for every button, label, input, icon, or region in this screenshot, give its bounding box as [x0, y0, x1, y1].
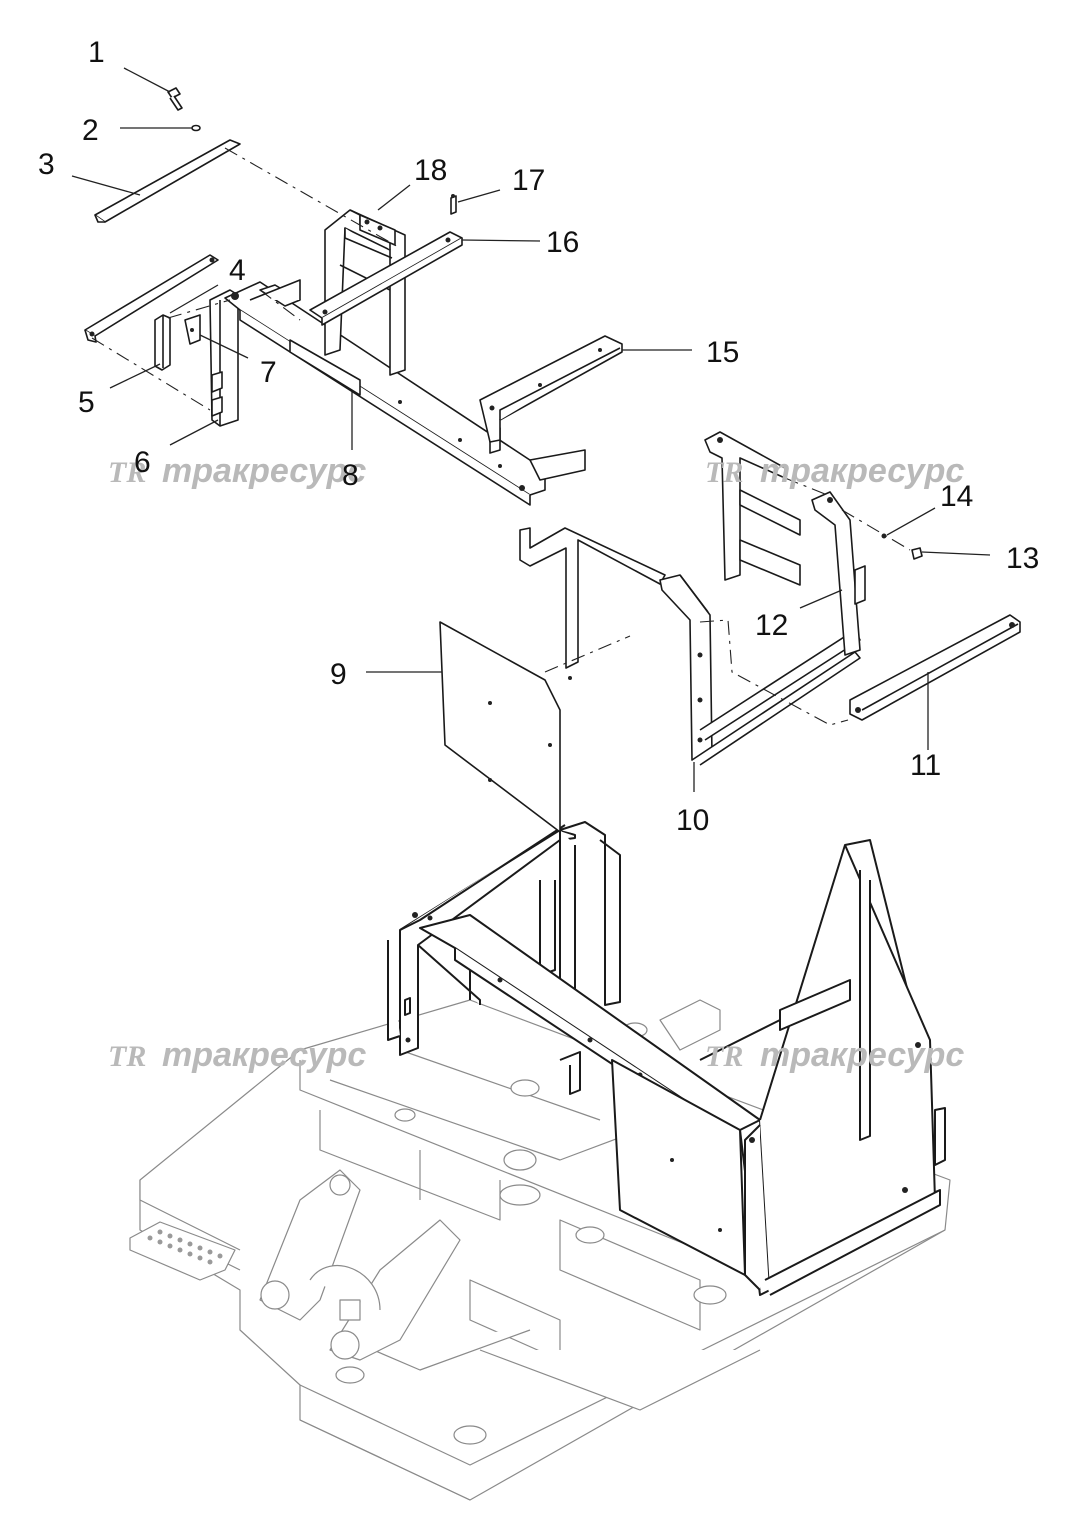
callout-1: 1	[88, 36, 105, 69]
assembled-frame-left	[387, 821, 621, 1056]
callout-12: 12	[755, 609, 788, 642]
part-5-post	[154, 314, 171, 371]
assembly-axis-lines	[91, 147, 911, 726]
callout-3: 3	[38, 148, 55, 181]
watermark-1: TR тракресурс	[108, 452, 366, 490]
callout-18: 18	[414, 154, 447, 187]
watermark-2: TR тракресурс	[705, 452, 964, 490]
watermark-4: TR тракресурс	[705, 1036, 964, 1074]
part-13-bolt	[911, 547, 923, 560]
part-7-bracket	[184, 314, 201, 345]
svg-text:тракресурс: тракресурс	[760, 452, 964, 490]
part-12-right-frame	[704, 431, 866, 656]
part-14-washer	[881, 533, 887, 539]
callout-11: 11	[910, 749, 941, 782]
part-10-upper-bracket	[519, 527, 666, 680]
callout-2: 2	[82, 114, 99, 147]
callout-5: 5	[78, 386, 95, 419]
callout-6: 6	[134, 446, 151, 479]
part-2-washer	[191, 124, 201, 132]
watermark-3: TR тракресурс	[108, 1036, 366, 1074]
assembled-side-panel	[611, 1059, 746, 1276]
assembled-frame-right	[699, 839, 946, 1296]
callout-7: 7	[260, 356, 277, 389]
part-9-panel	[439, 621, 561, 833]
svg-text:TR: TR	[705, 456, 743, 489]
part-17-bolt	[450, 194, 457, 215]
part-8-main-beam	[224, 279, 586, 506]
svg-text:тракресурс: тракресурс	[162, 452, 366, 490]
svg-text:тракресурс: тракресурс	[760, 1036, 964, 1074]
part-11-bottom-rail	[849, 614, 1021, 721]
callout-15: 15	[706, 336, 739, 369]
callout-labels: 1 2 3 4 5 6 7 8 9 10 11 12 13 14 15 16 1…	[38, 36, 1039, 837]
callout-4: 4	[229, 254, 246, 287]
part-6-left-frame	[209, 289, 239, 427]
callout-9: 9	[330, 658, 347, 691]
part-10-front-frame	[659, 574, 861, 766]
part-1-bolt	[167, 87, 183, 111]
callout-8: 8	[342, 459, 359, 492]
callout-leader-lines	[71, 67, 991, 792]
svg-text:TR: TR	[108, 1040, 146, 1073]
part-16-cross-plate	[309, 231, 463, 326]
part-3-bar	[94, 139, 241, 223]
callout-14: 14	[940, 480, 973, 513]
callout-10: 10	[676, 804, 709, 837]
svg-text:тракресурс: тракресурс	[162, 1036, 366, 1074]
callout-16: 16	[546, 226, 579, 259]
svg-text:TR: TR	[108, 456, 146, 489]
svg-text:TR: TR	[705, 1040, 743, 1073]
callout-13: 13	[1006, 542, 1039, 575]
callout-17: 17	[512, 164, 545, 197]
part-15-side-plate	[479, 335, 623, 443]
